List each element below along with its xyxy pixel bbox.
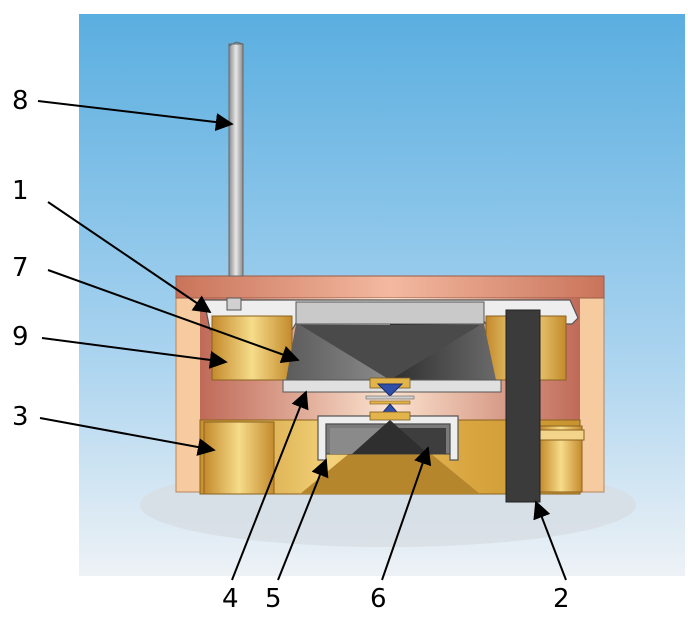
callout-label-6: 6 <box>370 584 387 614</box>
rod-foot <box>226 297 242 311</box>
rod-top-cut <box>228 41 244 47</box>
lower-gold-cylinder-left <box>203 421 275 495</box>
lower-pin-right <box>539 429 585 441</box>
leader-4 <box>231 390 309 581</box>
upper-anvil-holder <box>295 301 485 325</box>
leader-8 <box>37 100 234 132</box>
leader-6 <box>381 446 432 581</box>
leader-3 <box>39 417 216 456</box>
callout-label-3: 3 <box>12 402 29 432</box>
callout-label-9: 9 <box>12 322 29 352</box>
top-plate <box>175 275 605 299</box>
gasket-bottom <box>369 411 411 421</box>
lower-anvil-tip <box>352 420 428 454</box>
leader-5 <box>277 458 329 581</box>
callout-label-7: 7 <box>12 253 29 283</box>
callout-label-2: 2 <box>553 584 570 614</box>
leader-1 <box>47 201 212 314</box>
callout-label-8: 8 <box>12 86 29 116</box>
lower-gold-cone <box>300 420 480 494</box>
leader-2 <box>533 500 567 581</box>
leader-9 <box>41 337 228 369</box>
diamond-upper <box>376 383 404 397</box>
upper-anvil-tip <box>300 325 480 380</box>
callout-label-5: 5 <box>265 584 282 614</box>
callout-label-4: 4 <box>222 584 239 614</box>
dark-vertical-bar <box>505 309 541 503</box>
sample-layer-1 <box>365 395 415 400</box>
callout-label-1: 1 <box>12 176 29 206</box>
vertical-rod <box>228 43 244 277</box>
upper-gold-block-left <box>211 315 293 381</box>
leader-7 <box>47 269 300 363</box>
